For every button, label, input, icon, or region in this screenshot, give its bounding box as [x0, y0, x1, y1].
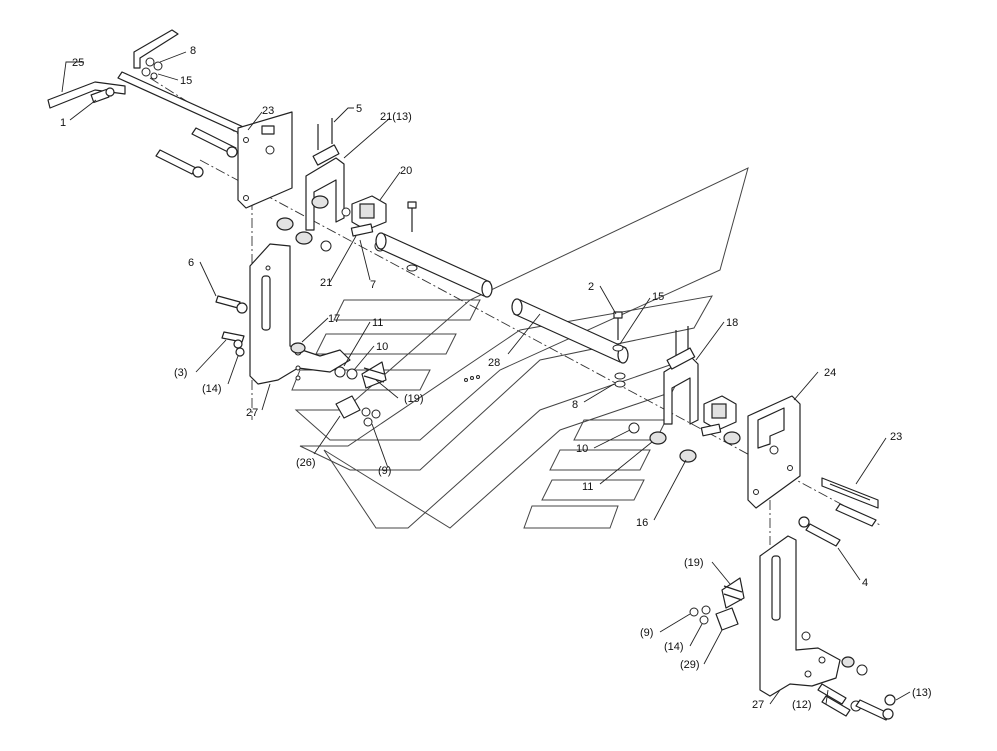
callout-6: 6 — [188, 257, 194, 269]
callout-18: 18 — [726, 317, 738, 329]
callout-21: 21 — [320, 277, 332, 289]
callout-10-right: 10 — [576, 443, 588, 455]
parts-19-9-14-29-right — [689, 577, 745, 631]
callout-11: 11 — [372, 317, 383, 329]
callout-15: 15 — [180, 75, 192, 87]
callout-9-right: (9) — [640, 627, 653, 639]
callout-23: 23 — [262, 105, 274, 117]
callout-5: 5 — [356, 103, 362, 115]
bolts-3-14 — [221, 331, 245, 357]
bolt-4 — [798, 516, 841, 547]
bracket-25 — [47, 29, 251, 137]
callout-13: (13) — [912, 687, 932, 699]
callout-7: 7 — [370, 279, 376, 291]
callout-3: (3) — [174, 367, 187, 379]
callout-8: 8 — [190, 45, 196, 57]
bolt-6-upper — [155, 149, 204, 178]
callout-19-right: (19) — [684, 557, 704, 569]
callout-14: (14) — [202, 383, 222, 395]
callout-25: 25 — [72, 57, 84, 69]
bushings-left — [276, 195, 332, 252]
plate-24-right — [747, 395, 801, 509]
bracket-18 — [663, 326, 699, 425]
callout-27-right: 27 — [752, 699, 764, 711]
callout-27: 27 — [246, 407, 258, 419]
parts-17-11-10-19 — [290, 342, 387, 389]
leader-lines — [61, 51, 911, 705]
callout-11-right: 11 — [582, 481, 593, 493]
bolt-6 — [215, 295, 248, 314]
plate-23-left — [237, 111, 293, 209]
strap-23-right — [821, 477, 879, 527]
hardware-8-15 — [141, 57, 163, 80]
callout-29: (29) — [680, 659, 700, 671]
bolt-upper-left — [191, 127, 238, 158]
callout-28: 28 — [488, 357, 500, 369]
clamp-20 — [341, 195, 398, 252]
bolt-2-washer-15 — [612, 311, 626, 388]
callout-14-right: (14) — [664, 641, 684, 653]
arm-27-right — [759, 535, 841, 697]
callout-4: 4 — [862, 577, 868, 589]
callout-24: 24 — [824, 367, 836, 379]
callout-8-right: 8 — [572, 399, 578, 411]
callout-23-right: 23 — [890, 431, 902, 443]
callout-26: (26) — [296, 457, 316, 469]
callout-20: 20 — [400, 165, 412, 177]
callout-2: 2 — [588, 281, 594, 293]
clamp-right — [700, 395, 737, 437]
bracket-21-13 — [305, 118, 345, 231]
callout-9: (9) — [378, 465, 391, 477]
callout-15-right: 15 — [652, 291, 664, 303]
callout-21-13: 21(13) — [380, 111, 412, 123]
bushings-right — [628, 422, 741, 463]
bolt-1 — [90, 87, 115, 104]
callout-17: 17 — [328, 313, 340, 325]
callout-19: (19) — [404, 393, 424, 405]
shaft-28 — [375, 232, 629, 382]
callout-labels: 25 8 15 1 23 5 21(13) 20 21 7 6 17 11 10… — [60, 45, 932, 711]
callout-1: 1 — [60, 117, 66, 129]
bolts-12-13 — [817, 656, 896, 721]
parts-26-9 — [335, 395, 381, 427]
callout-10: 10 — [376, 341, 388, 353]
callout-12: (12) — [792, 699, 812, 711]
callout-16: 16 — [636, 517, 648, 529]
